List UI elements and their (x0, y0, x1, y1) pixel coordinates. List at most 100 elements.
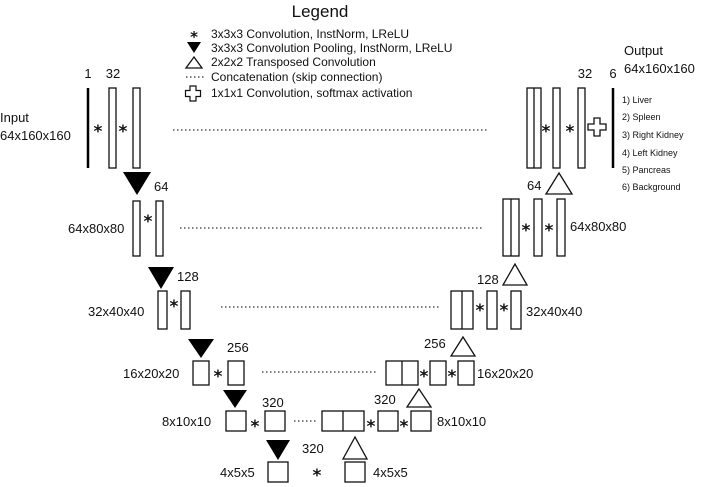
input-channels-label: 1 (84, 66, 91, 81)
encoder-level-3-size-label: 32x40x40 (88, 304, 144, 319)
feature-map-box (344, 461, 366, 483)
conv-symbol: * (545, 221, 554, 241)
feature-map-box (377, 410, 399, 432)
legend-item-convolution: 3x3x3 Convolution, InstNorm, LReLU (211, 27, 409, 41)
feature-map-box (267, 461, 289, 483)
feature-map-box (132, 87, 141, 169)
decoder-level-3-channels-label: 128 (477, 272, 499, 287)
pooling-triangle-icon (223, 390, 247, 408)
legend-item-concatenation: Concatenation (skip connection) (211, 70, 382, 84)
pooling-triangle-icon (148, 267, 174, 289)
conv-symbol: * (400, 417, 409, 437)
input-size-label: 64x160x160 (0, 128, 71, 143)
feature-map-box (192, 360, 210, 386)
conv-symbol: * (500, 301, 509, 321)
conv-symbol: * (448, 367, 457, 387)
encoder-level-2-size-label: 64x80x80 (68, 221, 124, 236)
pooling-triangle-icon (188, 339, 214, 358)
feature-map-box (552, 87, 561, 169)
conv-symbol: * (144, 212, 153, 232)
conv-symbol: * (522, 221, 531, 241)
decoder-level-4: 256 * * 16x20x20 (385, 336, 533, 387)
encoder-level-1-channels-label: 32 (106, 66, 120, 81)
output-channels-label: 6 (609, 66, 616, 81)
decoder-level-4-channels-label: 256 (424, 336, 446, 351)
encoder-level-2: 64x80x80 * (68, 200, 164, 257)
feature-map-box (556, 198, 566, 257)
feature-map-box (180, 290, 191, 330)
feature-map-box (577, 87, 586, 169)
legend-item-pooling: 3x3x3 Convolution Pooling, InstNorm, LRe… (211, 41, 452, 55)
encoder-level-2-channels-label: 64 (154, 179, 168, 194)
upsample-triangle-icon (501, 262, 529, 286)
feature-map-box (429, 360, 447, 386)
conv-symbol: * (170, 297, 179, 317)
decoder-level-5: 320 * * 8x10x10 (321, 392, 486, 437)
softmax-plus-icon (587, 117, 607, 137)
encoder-level-5-size-label: 8x10x10 (162, 414, 211, 429)
bottleneck: 4x5x5 * 4x5x5 (220, 461, 408, 486)
upsample-triangle-icon (544, 171, 574, 195)
output-class-item: 1) Liver (622, 95, 652, 105)
legend: Legend * 3x3x3 Convolution, InstNorm, LR… (184, 2, 452, 102)
conv-symbol: * (367, 417, 376, 437)
feature-map-box (132, 200, 141, 257)
decoder-level-5-channels-label: 320 (374, 392, 396, 407)
conv-symbol: * (476, 301, 485, 321)
output-label: Output (624, 43, 663, 58)
output-class-item: 6) Background (622, 182, 681, 192)
feature-map-box (457, 360, 475, 386)
feature-map-box (155, 200, 164, 257)
decoder-level-2-channels-label: 64 (527, 178, 541, 193)
legend-item-transposed-conv: 2x2x2 Transposed Convolution (211, 55, 376, 69)
conv-symbol: * (251, 417, 260, 437)
output-labels: Output 64x160x160 1) Liver 2) Spleen 3) … (622, 43, 695, 192)
conv-symbol: * (214, 367, 223, 387)
bottleneck-channels-label: 320 (302, 441, 324, 456)
pooling-triangle-icon (266, 440, 290, 460)
conv-symbol: * (119, 122, 128, 142)
legend-softmax-plus-icon (184, 85, 202, 102)
bottleneck-size-left-label: 4x5x5 (220, 465, 255, 480)
encoder-level-3-channels-label: 128 (177, 269, 199, 284)
feature-map-box (510, 290, 522, 330)
encoder-level-4-channels-label: 256 (227, 340, 249, 355)
output-size-label: 64x160x160 (624, 61, 695, 76)
feature-map-box (533, 198, 543, 257)
legend-transposed-conv-icon (184, 55, 204, 69)
conv-symbol: * (542, 122, 551, 142)
feature-map-box (227, 360, 245, 386)
output-class-item: 5) Pancreas (622, 165, 671, 175)
feature-map-box (264, 410, 286, 432)
output-class-item: 3) Right Kidney (622, 130, 684, 140)
encoder-level-5-channels-label: 320 (262, 395, 284, 410)
feature-map-box (410, 410, 432, 432)
encoder-level-1: Input 64x160x160 1 32 * * (0, 66, 141, 169)
output-class-item: 4) Left Kidney (622, 148, 678, 158)
conv-symbol: * (566, 122, 575, 142)
bottleneck-size-right-label: 4x5x5 (373, 465, 408, 480)
legend-pooling-icon (187, 42, 201, 53)
decoder-level-2-size-label: 64x80x80 (570, 219, 626, 234)
legend-title: Legend (292, 2, 349, 21)
decoder-level-3-size-label: 32x40x40 (526, 304, 582, 319)
feature-map-box (225, 410, 247, 432)
feature-map-box (486, 290, 498, 330)
output-input-channels-label: 32 (578, 66, 592, 81)
decoder-level-5-size-label: 8x10x10 (437, 414, 486, 429)
pooling-triangle-icon (123, 172, 151, 195)
feature-map-box (157, 290, 168, 330)
encoder-level-4: 16x20x20 * (123, 360, 245, 387)
upsample-triangle-icon (449, 335, 477, 357)
encoder-level-5: 8x10x10 * (162, 410, 286, 437)
legend-convolution-icon: * (190, 28, 198, 46)
upsample-triangle-icon (341, 435, 369, 460)
feature-map-box (108, 87, 117, 169)
conv-symbol: * (420, 367, 429, 387)
decoder-level-4-size-label: 16x20x20 (477, 366, 533, 381)
encoder-level-4-size-label: 16x20x20 (123, 366, 179, 381)
decoder-level-3: 128 * * 32x40x40 (450, 272, 582, 330)
decoder-level-1: 32 6 * * (526, 66, 617, 169)
decoder-level-2: 64 * * 64x80x80 (502, 178, 626, 257)
